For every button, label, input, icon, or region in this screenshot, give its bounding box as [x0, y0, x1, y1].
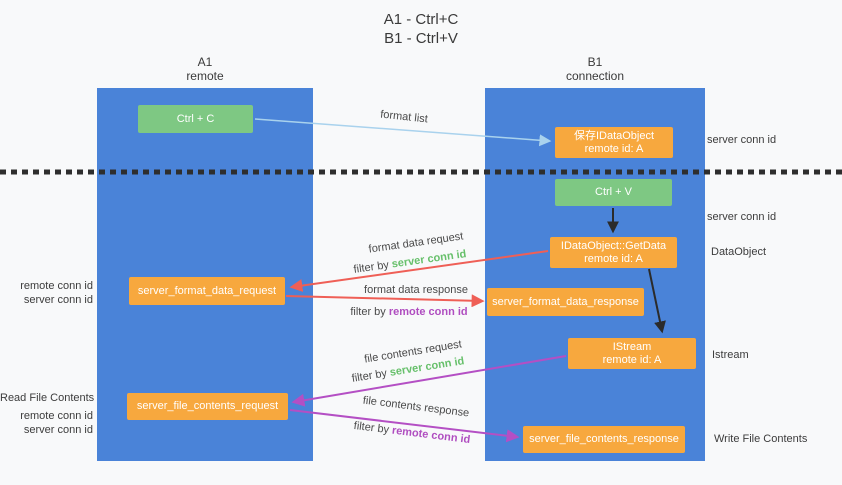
dataobject-annotation: DataObject	[711, 245, 766, 260]
server-conn-id-annotation-top: server conn id	[707, 133, 776, 148]
write-file-contents-text: Write File Contents	[714, 433, 808, 445]
server-format-data-request-node: server_format_data_request	[129, 277, 285, 305]
getdata-line2: remote id: A	[584, 252, 643, 265]
getdata-to-istream-arrow	[648, 268, 666, 334]
ctrl-v-label: Ctrl + V	[595, 186, 632, 198]
title-line-1: A1 - Ctrl+C	[383, 11, 459, 28]
diagram-title: A1 - Ctrl+C B1 - Ctrl+V	[0, 10, 842, 48]
lane-header-b1: B1 connection	[485, 55, 705, 83]
server-format-data-request-label: server_format_data_request	[137, 284, 277, 297]
server-conn-id-text: server conn id	[707, 134, 777, 146]
format-data-response-arrow	[285, 294, 485, 308]
server-file-contents-request-label: server_file_contents_request	[136, 400, 279, 412]
save-idataobject-line2: remote id: A	[584, 142, 644, 155]
format-data-response-label: format data response	[364, 284, 468, 296]
server-format-data-response-label: server_format_data_response	[492, 295, 639, 308]
remote-conn-id-text: remote conn id	[388, 306, 468, 318]
server-conn-id-annotation-left-2: server conn id	[0, 423, 93, 438]
server-file-contents-request-node: server_file_contents_request	[127, 393, 288, 420]
lane-a1-subtitle: remote	[186, 69, 224, 83]
remote-conn-id-text: remote conn id	[20, 410, 93, 422]
filter-by-text: filter by	[350, 306, 386, 318]
getdata-line1: IDataObject::GetData	[560, 239, 667, 252]
file-contents-request-arrow	[291, 355, 567, 407]
server-file-contents-response-node: server_file_contents_response	[523, 426, 685, 453]
save-idataobject-line1: 保存IDataObject	[573, 129, 655, 142]
istream-annotation: Istream	[712, 348, 749, 363]
lane-a1-title: A1	[197, 55, 213, 69]
server-conn-id-text: server conn id	[23, 294, 93, 306]
lane-b1-subtitle: connection	[565, 69, 625, 83]
remote-conn-id-text: remote conn id	[20, 280, 93, 292]
read-file-contents-text: Read File Contents	[0, 392, 95, 404]
ctrl-c-label: Ctrl + C	[176, 112, 215, 125]
istream-line1: IStream	[612, 340, 652, 353]
read-file-contents-annotation: Read File Contents	[0, 391, 94, 406]
server-conn-id-annotation-left-1: server conn id	[0, 293, 93, 308]
format-data-request-arrow	[289, 250, 549, 292]
write-file-contents-annotation: Write File Contents	[714, 432, 807, 447]
lane-b1-title: B1	[587, 55, 603, 69]
file-contents-response-arrow	[289, 409, 520, 443]
server-conn-id-text: server conn id	[707, 211, 777, 223]
server-format-data-response-node: server_format_data_response	[487, 288, 644, 316]
idataobject-getdata-node: IDataObject::GetData remote id: A	[550, 237, 677, 268]
save-idataobject-node: 保存IDataObject remote id: A	[555, 127, 673, 158]
format-data-response-text: format data response	[364, 284, 468, 296]
server-conn-id-text: server conn id	[23, 424, 93, 436]
ctrl-v-node: Ctrl + V	[555, 179, 672, 206]
server-conn-id-annotation-mid: server conn id	[707, 210, 776, 225]
lane-header-a1: A1 remote	[97, 55, 313, 83]
format-list-arrow	[254, 118, 552, 147]
title-line-2: B1 - Ctrl+V	[384, 30, 458, 47]
istream-node: IStream remote id: A	[568, 338, 696, 369]
istream-line2: remote id: A	[602, 353, 662, 366]
istream-text: Istream	[712, 349, 749, 361]
remote-conn-id-annotation-left-1: remote conn id	[0, 279, 93, 294]
dataobject-text: DataObject	[711, 246, 767, 258]
server-file-contents-response-label: server_file_contents_response	[529, 433, 679, 445]
remote-conn-id-annotation-left-2: remote conn id	[0, 409, 93, 424]
ctrl-c-node: Ctrl + C	[138, 105, 253, 133]
